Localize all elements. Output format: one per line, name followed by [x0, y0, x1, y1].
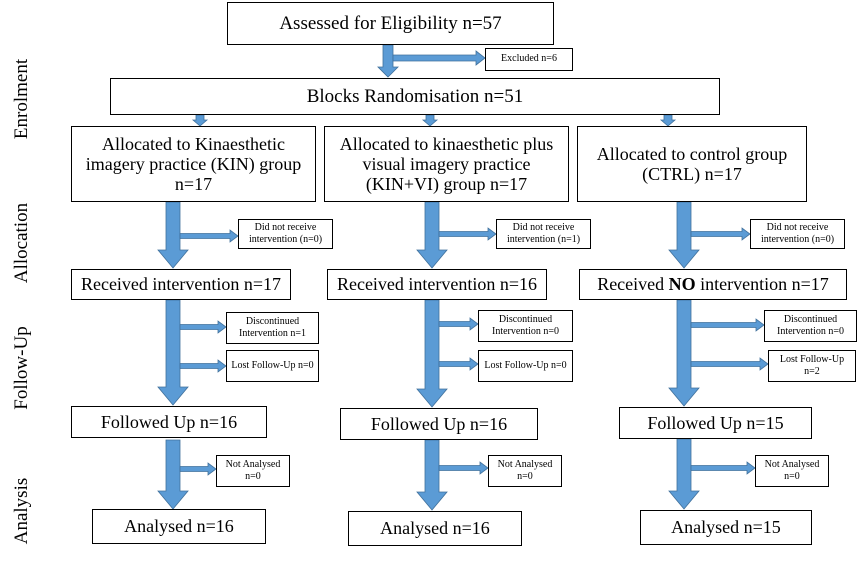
not-analysed-kin-box: Not Analysed n=0	[216, 455, 290, 487]
arrow-kin-allocated-to-received	[157, 201, 189, 269]
arrow-assessed-to-randomisation	[377, 44, 399, 78]
arrow-kinvi-to-not-analysed	[438, 461, 489, 475]
received-kin-box: Received intervention n=17	[71, 269, 291, 300]
arrow-kin-followed-to-analysed	[157, 439, 189, 510]
arrow-to-excluded	[392, 50, 486, 66]
arrow-kinvi-followed-to-analysed	[416, 439, 448, 511]
arrow-kin-to-discontinued	[179, 320, 227, 334]
arrow-kinvi-to-discontinued	[438, 317, 479, 331]
arrow-kin-to-lost	[179, 359, 227, 373]
arrow-to-ctrl	[659, 114, 677, 127]
arrow-ctrl-to-lost	[690, 357, 769, 371]
analysed-kin-box: Analysed n=16	[92, 509, 266, 544]
arrow-kinvi-allocated-to-received	[416, 201, 448, 269]
followed-kinvi-box: Followed Up n=16	[340, 408, 538, 440]
received-ctrl-no: NO	[668, 274, 696, 295]
followed-ctrl-box: Followed Up n=15	[619, 407, 812, 439]
discontinued-ctrl-box: Discontinued Intervention n=0	[764, 310, 857, 342]
flow-arrows	[157, 44, 769, 511]
arrow-kin-received-to-followed	[157, 299, 189, 406]
arrow-to-kinvi	[421, 114, 439, 127]
lost-ctrl-box: Lost Follow-Up n=2	[768, 350, 856, 382]
arrow-to-kin	[191, 114, 209, 127]
analysed-kinvi-box: Analysed n=16	[348, 511, 522, 546]
lost-kin-box: Lost Follow-Up n=0	[226, 350, 319, 382]
allocated-kin-box: Allocated to Kinaesthetic imagery practi…	[71, 126, 316, 202]
randomisation-box: Blocks Randomisation n=51	[110, 78, 720, 115]
not-analysed-ctrl-box: Not Analysed n=0	[755, 455, 829, 487]
followed-kin-box: Followed Up n=16	[71, 406, 267, 438]
lost-kinvi-box: Lost Follow-Up n=0	[478, 350, 573, 382]
arrow-kin-to-not-analysed	[179, 462, 217, 476]
received-ctrl-text-post: intervention n=17	[695, 274, 829, 295]
excluded-box: Excluded n=6	[485, 48, 573, 71]
arrow-ctrl-followed-to-analysed	[668, 438, 700, 510]
received-ctrl-text-pre: Received	[597, 274, 669, 295]
arrow-kinvi-received-to-followed	[416, 299, 448, 408]
arrow-ctrl-to-not-analysed	[690, 461, 756, 475]
allocated-ctrl-box: Allocated to control group (CTRL) n=17	[577, 126, 807, 202]
phase-label-allocation: Allocation	[11, 202, 32, 284]
not-received-kinvi-box: Did not receive intervention (n=1)	[496, 219, 591, 249]
phase-label-follow-up: Follow-Up	[11, 326, 32, 410]
allocated-kinvi-box: Allocated to kinaesthetic plus visual im…	[324, 126, 569, 202]
received-kinvi-box: Received intervention n=16	[327, 269, 547, 300]
arrow-kinvi-to-lost	[438, 357, 479, 371]
arrow-kinvi-to-not-received	[438, 227, 497, 241]
discontinued-kinvi-box: Discontinued Intervention n=0	[478, 310, 573, 342]
received-ctrl-box: Received NO intervention n=17	[579, 269, 847, 300]
arrow-kin-to-not-received	[179, 229, 239, 243]
arrow-ctrl-allocated-to-received	[668, 201, 700, 269]
arrow-ctrl-to-not-received	[690, 227, 751, 241]
not-received-ctrl-box: Did not receive intervention (n=0)	[750, 219, 845, 249]
not-analysed-kinvi-box: Not Analysed n=0	[488, 455, 562, 487]
arrow-ctrl-to-discontinued	[690, 318, 765, 332]
discontinued-kin-box: Discontinued Intervention n=1	[226, 312, 319, 344]
arrow-ctrl-received-to-followed	[668, 299, 700, 407]
not-received-kin-box: Did not receive intervention (n=0)	[238, 219, 333, 249]
assessed-box: Assessed for Eligibility n=57	[227, 2, 554, 45]
phase-label-analysis: Analysis	[11, 477, 32, 545]
analysed-ctrl-box: Analysed n=15	[640, 510, 812, 545]
phase-label-enrolment: Enrolment	[11, 58, 32, 140]
